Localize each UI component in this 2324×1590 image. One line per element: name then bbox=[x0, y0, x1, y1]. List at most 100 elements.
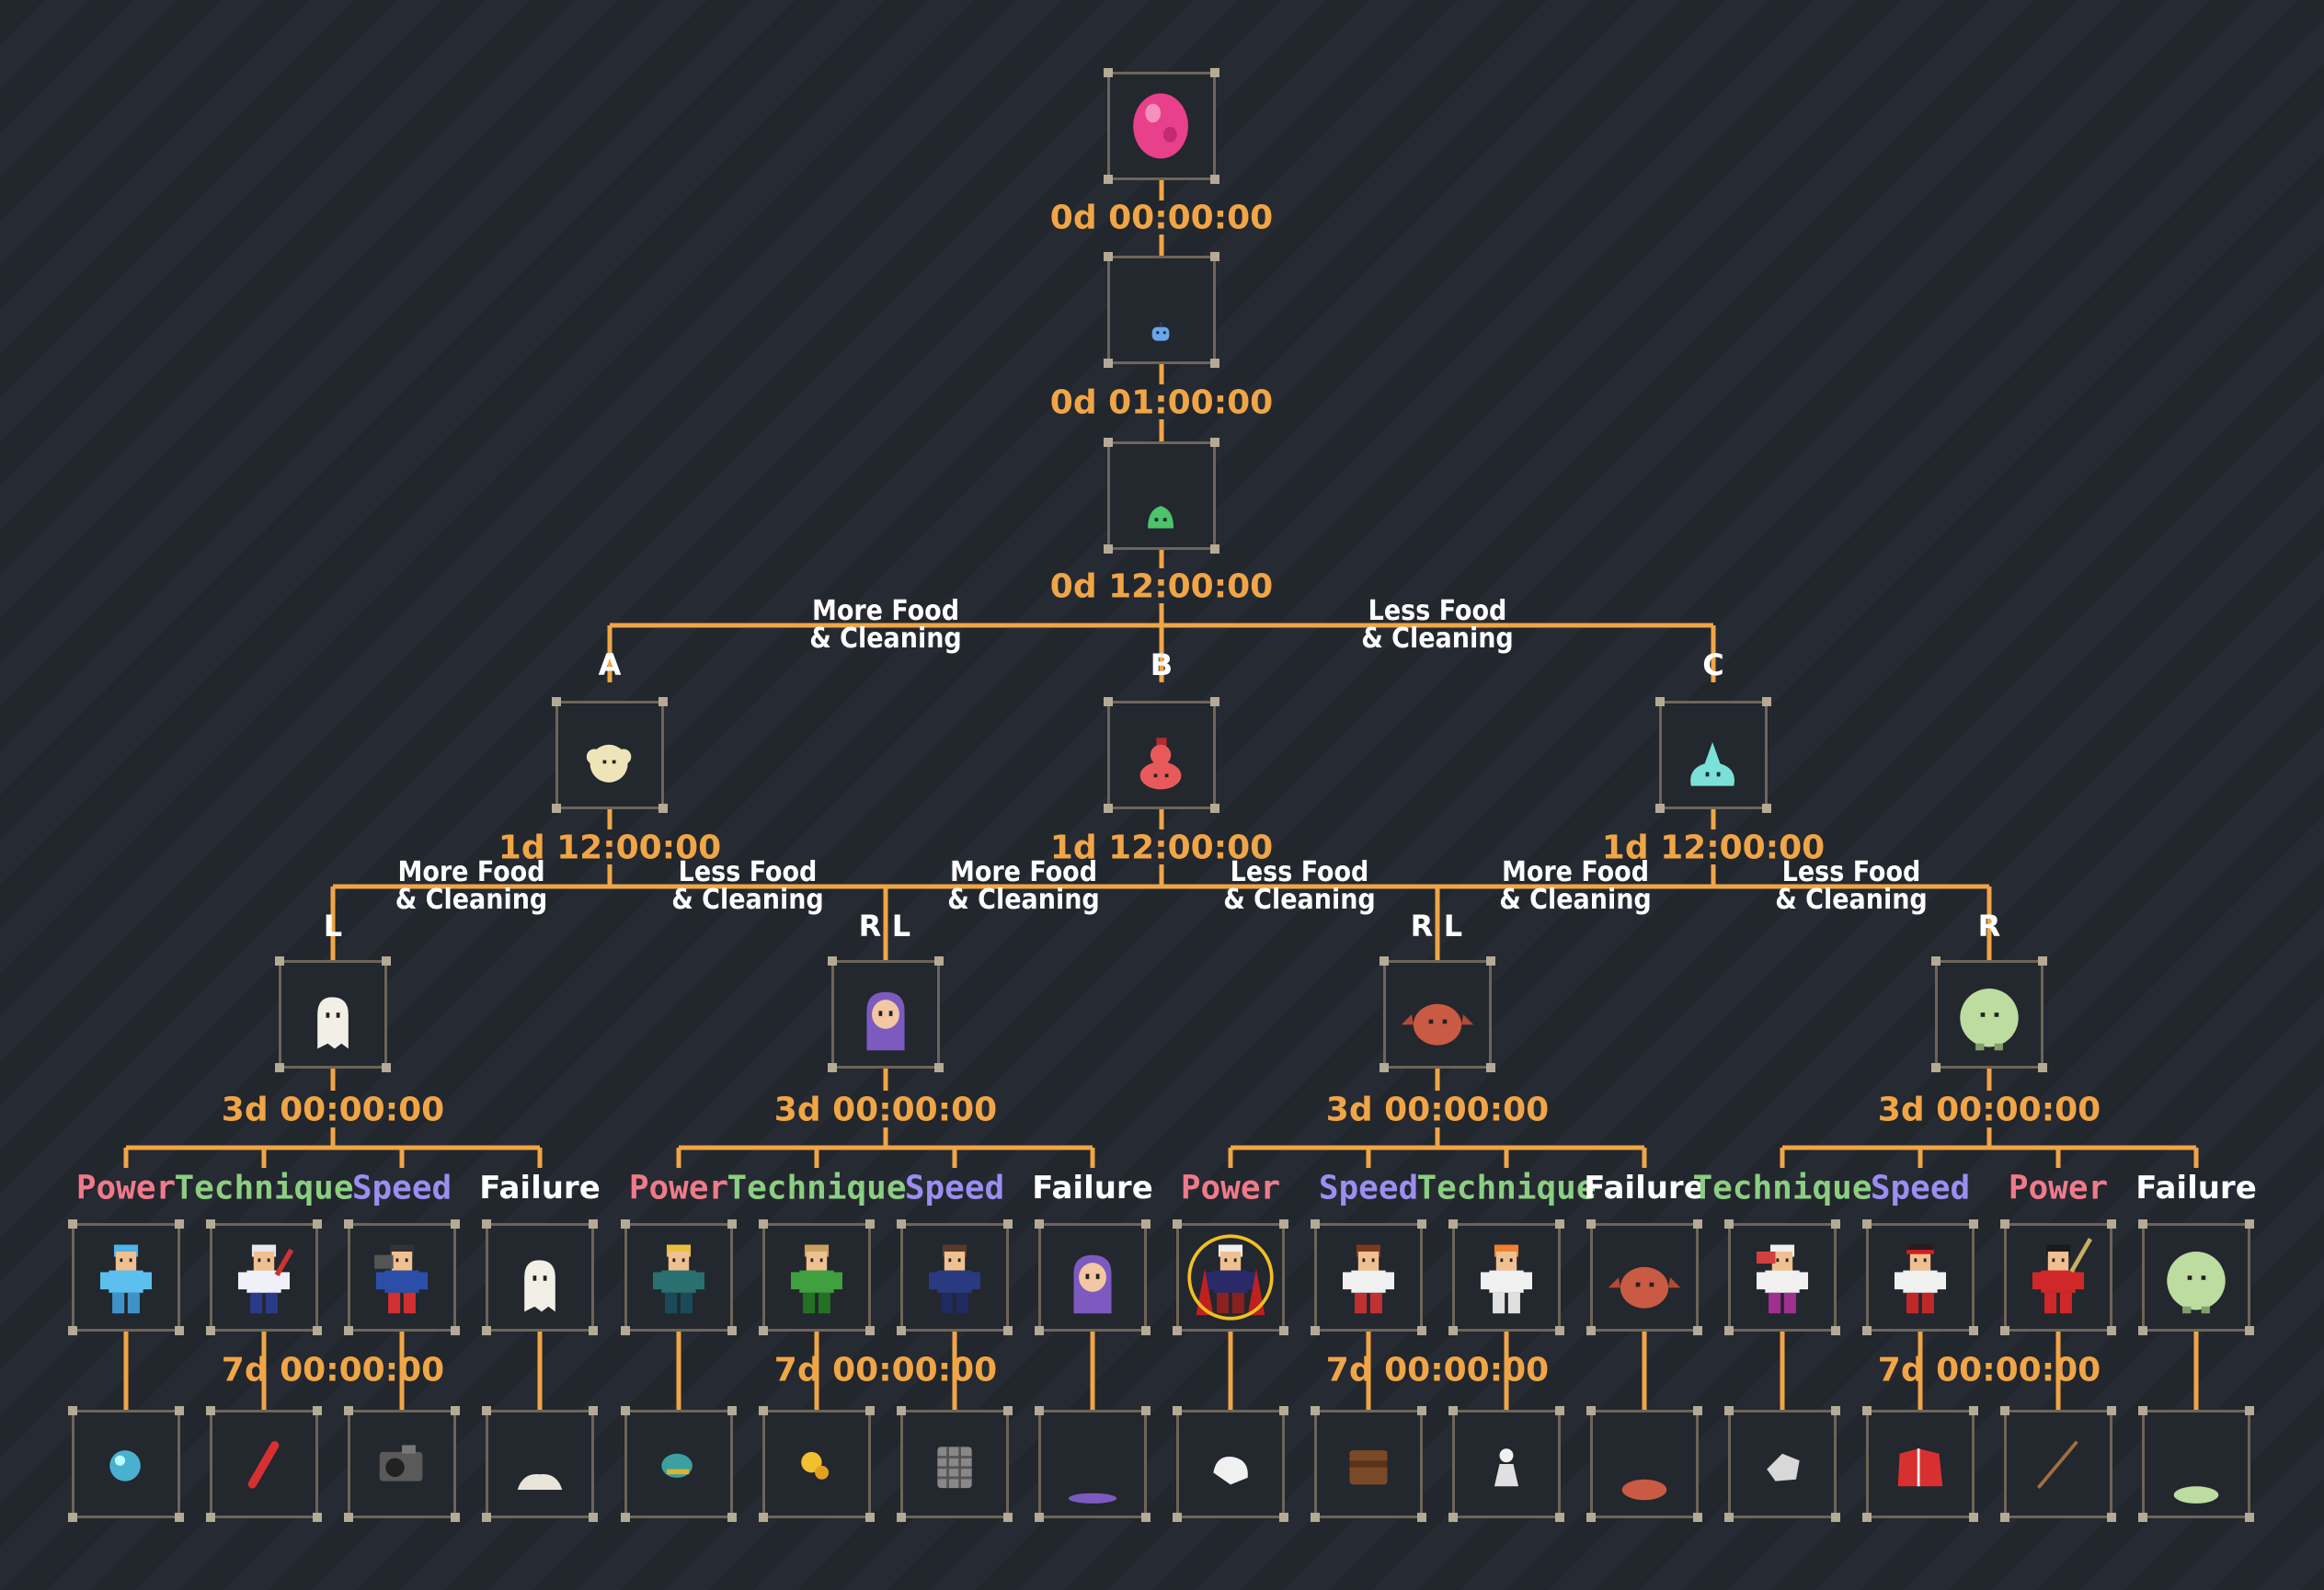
box-corner bbox=[1104, 697, 1113, 706]
teen-stage-time: 3d 00:00:00 bbox=[1325, 1091, 1550, 1129]
box-corner bbox=[1104, 68, 1113, 77]
green-blob-icon: s => `` bbox=[1110, 444, 1213, 547]
box-corner bbox=[1862, 1513, 1872, 1522]
box-corner bbox=[865, 1513, 875, 1522]
box-corner bbox=[1279, 1513, 1288, 1522]
box-corner bbox=[1035, 1326, 1044, 1335]
item-box bbox=[2000, 1406, 2116, 1522]
box-corner bbox=[828, 1063, 837, 1072]
teen-stage-box: s => `` bbox=[1380, 956, 1495, 1072]
box-corner bbox=[897, 1219, 906, 1229]
box-corner bbox=[2000, 1219, 2009, 1229]
white-stone-icon bbox=[1731, 1413, 1834, 1516]
box-corner bbox=[1173, 1513, 1182, 1522]
box-corner bbox=[1035, 1513, 1044, 1522]
item-box bbox=[1311, 1406, 1426, 1522]
white-dancer-icon bbox=[1731, 1226, 1834, 1329]
child-stage-time-b: 1d 12:00:00 bbox=[1049, 829, 1274, 867]
box-corner bbox=[759, 1326, 768, 1335]
box-corner bbox=[68, 1406, 77, 1415]
box-corner bbox=[1003, 1326, 1013, 1335]
box-corner bbox=[451, 1513, 460, 1522]
pink-egg-icon: s => `` bbox=[1110, 74, 1213, 177]
box-corner bbox=[1586, 1406, 1596, 1415]
box-corner bbox=[621, 1219, 630, 1229]
box-corner bbox=[1724, 1326, 1734, 1335]
box-corner bbox=[175, 1513, 184, 1522]
path-label-r: R bbox=[858, 909, 882, 944]
child-stage-time-c: 1d 12:00:00 bbox=[1601, 829, 1826, 867]
box-corner bbox=[382, 1063, 391, 1072]
teen-stage-time: 3d 00:00:00 bbox=[221, 1091, 445, 1129]
stat-label-failure: Failure bbox=[2135, 1170, 2257, 1207]
box-corner bbox=[1831, 1406, 1840, 1415]
box-corner bbox=[1173, 1326, 1182, 1335]
box-corner bbox=[1141, 1406, 1151, 1415]
box-corner bbox=[727, 1219, 737, 1229]
adult-stage-box bbox=[206, 1219, 322, 1335]
branch-label-less: Less Food& Cleaning bbox=[671, 856, 824, 916]
box-corner bbox=[1210, 804, 1219, 813]
box-corner bbox=[275, 956, 284, 966]
box-corner bbox=[1141, 1326, 1151, 1335]
box-corner bbox=[1693, 1513, 1702, 1522]
adult-stage-box bbox=[759, 1219, 875, 1335]
box-corner bbox=[2245, 1326, 2254, 1335]
adult-stage-box: s => `` bbox=[1035, 1219, 1151, 1335]
box-corner bbox=[206, 1326, 215, 1335]
box-corner bbox=[934, 956, 944, 966]
box-corner bbox=[1969, 1406, 1978, 1415]
box-corner bbox=[1586, 1219, 1596, 1229]
stat-label-speed: Speed bbox=[351, 1169, 452, 1207]
box-corner bbox=[727, 1326, 737, 1335]
box-corner bbox=[1210, 68, 1219, 77]
box-corner bbox=[1210, 544, 1219, 554]
stat-label-speed: Speed bbox=[1870, 1169, 1971, 1207]
box-corner bbox=[589, 1513, 598, 1522]
box-corner bbox=[1724, 1219, 1734, 1229]
blue-golem-icon bbox=[74, 1226, 177, 1329]
box-corner bbox=[1448, 1219, 1458, 1229]
box-corner bbox=[2245, 1406, 2254, 1415]
box-corner bbox=[1831, 1326, 1840, 1335]
box-corner bbox=[482, 1326, 491, 1335]
stat-label-power: Power bbox=[75, 1169, 177, 1207]
box-corner bbox=[865, 1219, 875, 1229]
box-corner bbox=[1693, 1406, 1702, 1415]
box-corner bbox=[589, 1219, 598, 1229]
box-corner bbox=[1762, 697, 1771, 706]
box-corner bbox=[1035, 1406, 1044, 1415]
box-corner bbox=[175, 1326, 184, 1335]
brown-bag-icon bbox=[1317, 1413, 1420, 1516]
orange-hair-fighter-icon bbox=[1455, 1226, 1558, 1329]
box-corner bbox=[1311, 1406, 1320, 1415]
box-corner bbox=[382, 956, 391, 966]
branch-label-less: Less Food& Cleaning bbox=[1775, 856, 1928, 916]
baby2-stage-box: s => `` bbox=[1104, 438, 1219, 554]
box-corner bbox=[1279, 1406, 1288, 1415]
box-corner bbox=[1141, 1513, 1151, 1522]
box-corner bbox=[1210, 175, 1219, 184]
item-box bbox=[2138, 1406, 2254, 1522]
box-corner bbox=[2000, 1513, 2009, 1522]
box-corner bbox=[1173, 1406, 1182, 1415]
adult-stage-box bbox=[1724, 1219, 1840, 1335]
backpack-grid-icon bbox=[903, 1413, 1006, 1516]
item-box bbox=[482, 1406, 598, 1522]
box-corner bbox=[1693, 1326, 1702, 1335]
box-corner bbox=[865, 1406, 875, 1415]
stat-label-power: Power bbox=[628, 1169, 729, 1207]
box-corner bbox=[865, 1326, 875, 1335]
box-corner bbox=[482, 1219, 491, 1229]
green-remains-icon bbox=[2145, 1413, 2248, 1516]
stat-label-speed: Speed bbox=[1318, 1169, 1419, 1207]
branch-label-more: More Food& Cleaning bbox=[1499, 856, 1652, 916]
box-corner bbox=[2000, 1326, 2009, 1335]
box-corner bbox=[621, 1326, 630, 1335]
red-gourd-icon: s => `` bbox=[1110, 703, 1213, 806]
adult-stage-box bbox=[1862, 1219, 1978, 1335]
item-box bbox=[344, 1406, 460, 1522]
box-corner bbox=[1724, 1513, 1734, 1522]
adult-stage-box bbox=[1448, 1219, 1564, 1335]
